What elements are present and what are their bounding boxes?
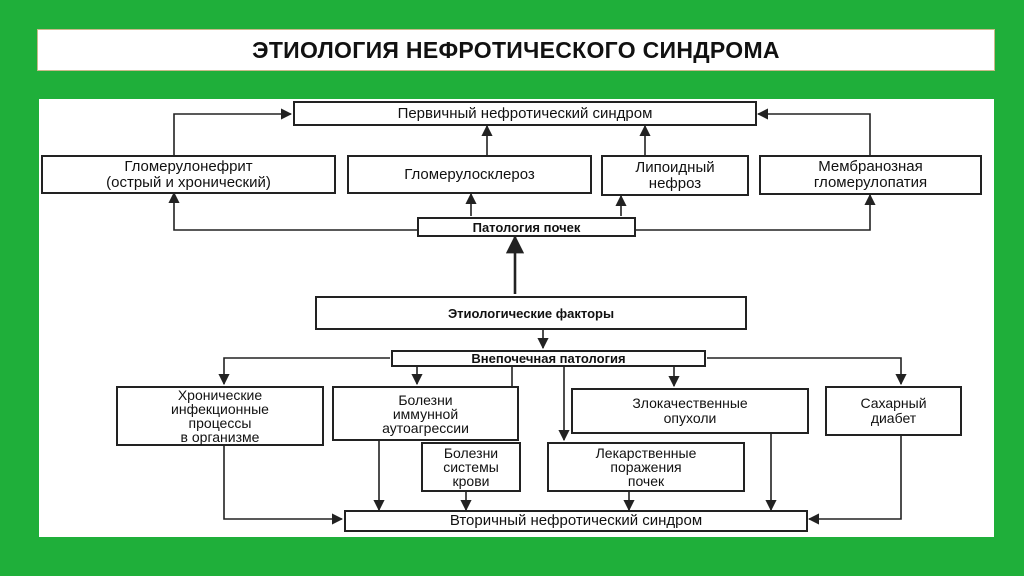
etiology-diagram: Первичный нефротический синдром Гломерул… — [39, 99, 994, 537]
arrow-diabetes-to-secondary — [807, 436, 902, 525]
connector-lines — [168, 108, 907, 525]
node-malignant-tumors: Злокачественные опухоли — [571, 388, 809, 434]
arrow-glomerulonephritis-to-primary — [173, 108, 293, 155]
arrow-extrarenal-to-diabetes — [707, 357, 907, 386]
node-chronic-infections: Хронические инфекционные процессы в орга… — [116, 386, 324, 446]
node-glomerulonephritis: Гломерулонефрит (острый и хронический) — [41, 155, 336, 194]
arrow-chronic-to-secondary — [223, 446, 344, 525]
node-diabetes: Сахарный диабет — [825, 386, 962, 436]
arrow-extrarenal-to-chronic — [218, 357, 390, 386]
arrow-pathology-to-glomerulonephritis — [168, 191, 417, 231]
node-secondary-nephrotic-syndrome: Вторичный нефротический синдром — [344, 510, 808, 532]
page-title: ЭТИОЛОГИЯ НЕФРОТИЧЕСКОГО СИНДРОМА — [252, 36, 780, 63]
node-blood-diseases: Болезни системы крови — [421, 442, 521, 492]
arrow-membranous-to-primary — [756, 108, 871, 155]
node-etiological-factors: Этиологические факторы — [315, 296, 747, 330]
node-lipoid-nephrosis: Липоидный нефроз — [601, 155, 749, 196]
node-kidney-pathology: Патология почек — [417, 217, 636, 237]
node-primary-nephrotic-syndrome: Первичный нефротический синдром — [293, 101, 757, 126]
node-drug-kidney-damage: Лекарственные поражения почек — [547, 442, 745, 492]
node-membranous-glomerulopathy: Мембранозная гломерулопатия — [759, 155, 982, 195]
title-banner: ЭТИОЛОГИЯ НЕФРОТИЧЕСКОГО СИНДРОМА — [37, 29, 995, 71]
node-extrarenal-pathology: Внепочечная патология — [391, 350, 706, 367]
node-glomerulosclerosis: Гломерулосклероз — [347, 155, 592, 194]
arrow-pathology-to-membranous — [636, 193, 876, 231]
node-autoaggression: Болезни иммунной аутоагрессии — [332, 386, 519, 441]
